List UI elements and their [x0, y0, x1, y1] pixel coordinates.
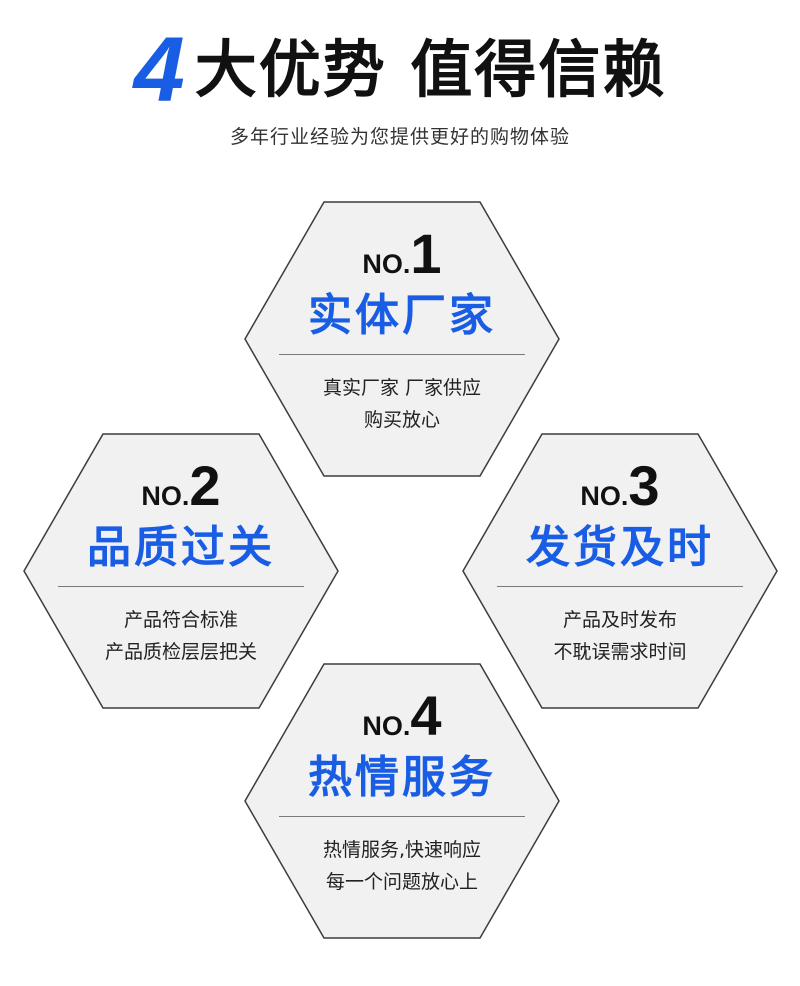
hexagon-shape [244, 663, 560, 939]
advantage-description: 真实厂家 厂家供应 购买放心 [262, 372, 542, 436]
description-line-1: 产品及时发布 [562, 609, 677, 631]
title-number: 4 [133, 19, 185, 121]
advantage-card-2: NO.2 品质过关 产品符合标准 产品质检层层把关 [21, 432, 341, 710]
description-line-2: 产品质检层层把关 [104, 641, 257, 663]
advantage-card-4: NO.4 热情服务 热情服务,快速响应 每一个问题放心上 [242, 662, 562, 940]
advantage-title: 品质过关 [87, 522, 275, 573]
title-text: 大优势 值得信赖 [194, 33, 667, 106]
advantage-number: NO.4 [242, 684, 562, 748]
divider [279, 354, 525, 355]
number-prefix: NO. [141, 481, 190, 511]
hexagon-shape [244, 201, 560, 477]
description-line-1: 真实厂家 厂家供应 [322, 377, 482, 399]
description-line-1: 热情服务,快速响应 [322, 839, 482, 861]
description-line-2: 购买放心 [363, 409, 440, 431]
divider [497, 586, 743, 587]
advantage-title: 热情服务 [308, 752, 496, 803]
number-digit: 4 [410, 684, 442, 747]
number-prefix: NO. [362, 711, 411, 741]
advantage-description: 产品及时发布 不耽误需求时间 [480, 604, 760, 668]
advantage-number: NO.3 [460, 454, 780, 518]
advantage-title: 实体厂家 [308, 290, 496, 341]
number-digit: 3 [628, 454, 660, 517]
advantage-number: NO.2 [21, 454, 341, 518]
description-line-2: 不耽误需求时间 [553, 641, 687, 663]
advantage-card-3: NO.3 发货及时 产品及时发布 不耽误需求时间 [460, 432, 780, 710]
divider [58, 586, 304, 587]
hexagon-shape [23, 433, 339, 709]
hexagon-shape [462, 433, 778, 709]
number-digit: 1 [410, 222, 442, 285]
number-digit: 2 [189, 454, 221, 517]
divider [279, 816, 525, 817]
description-line-2: 每一个问题放心上 [325, 871, 478, 893]
advantage-title: 发货及时 [526, 522, 714, 573]
description-line-1: 产品符合标准 [123, 609, 238, 631]
number-prefix: NO. [362, 249, 411, 279]
advantage-number: NO.1 [242, 222, 562, 286]
number-prefix: NO. [580, 481, 629, 511]
advantage-card-1: NO.1 实体厂家 真实厂家 厂家供应 购买放心 [242, 200, 562, 478]
advantage-description: 热情服务,快速响应 每一个问题放心上 [262, 834, 542, 898]
advantage-description: 产品符合标准 产品质检层层把关 [41, 604, 321, 668]
page-subtitle: 多年行业经验为您提供更好的购物体验 [229, 126, 570, 148]
